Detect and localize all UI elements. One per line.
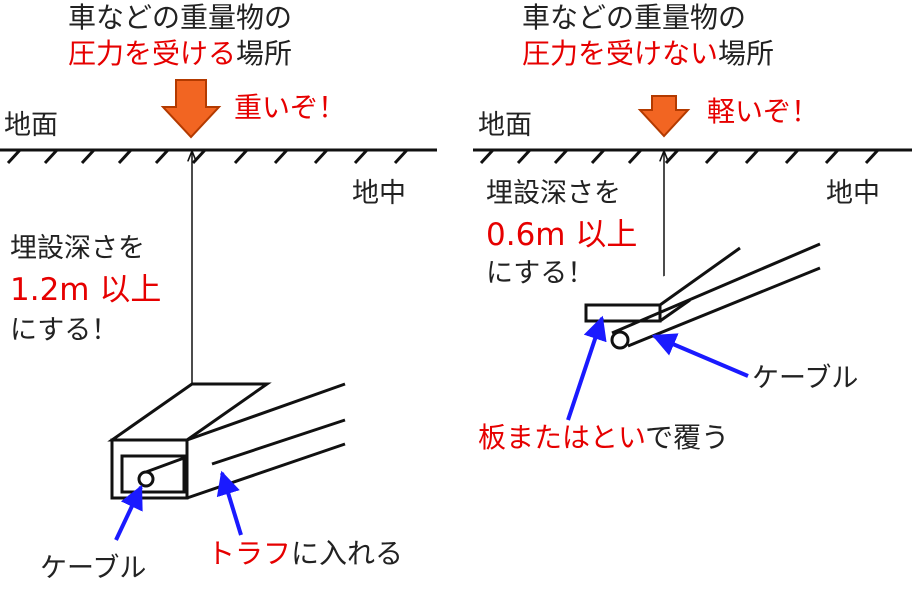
- right-title-line1: 車などの重量物の: [522, 1, 747, 34]
- left-ground-label: 地面: [4, 110, 58, 141]
- left-title-line2: 圧力を受ける場所: [68, 40, 292, 68]
- cover-pointer-arrow: [566, 315, 607, 421]
- trough-label-emphasis: トラフ: [207, 537, 292, 570]
- right-depth-line1: 埋設深さを: [486, 178, 621, 209]
- cable-pointer-arrow-right: [651, 333, 749, 378]
- cover-label: 板またはといで覆う: [478, 424, 729, 452]
- ground-surface-left: [0, 148, 437, 165]
- cover-board: [584, 246, 741, 323]
- left-depth-value: 1.2m 以上: [10, 272, 162, 308]
- left-weight-label: 重いぞ！: [234, 91, 347, 124]
- right-title-rest: 場所: [718, 37, 775, 70]
- right-weight-label: 軽いぞ！: [707, 95, 820, 128]
- right-ground-label: 地面: [478, 110, 532, 141]
- trough-label-rest: に入れる: [291, 537, 404, 570]
- left-depth-line3: にする！: [10, 315, 119, 346]
- right-underground-label: 地中: [826, 178, 880, 209]
- trough-pointer-arrow: [216, 470, 243, 536]
- left-underground-label: 地中: [352, 178, 406, 209]
- trough-label: トラフに入れる: [207, 540, 403, 568]
- cable-pointer-arrow-left: [114, 484, 143, 541]
- cable-cross-section-left: [137, 470, 155, 488]
- right-title-emphasis: 圧力を受けない: [522, 37, 719, 70]
- cable-pipe: [610, 242, 821, 350]
- right-cable-label: ケーブル: [752, 363, 859, 394]
- ground-surface-right: [473, 148, 912, 165]
- trough: [107, 382, 346, 500]
- cover-label-rest: で覆う: [645, 421, 730, 454]
- cover-label-emphasis: 板またはとい: [478, 421, 646, 454]
- left-title-emphasis: 圧力を受ける: [68, 37, 237, 70]
- right-depth-value: 0.6m 以上: [486, 217, 638, 253]
- left-title-rest: 場所: [236, 37, 293, 70]
- left-cable-label: ケーブル: [40, 553, 147, 584]
- right-title-line2: 圧力を受けない場所: [522, 40, 774, 68]
- heavy-load-arrow-icon: [160, 79, 222, 139]
- right-depth-line3: にする！: [486, 258, 595, 289]
- light-load-arrow-icon: [637, 95, 691, 138]
- left-depth-line1: 埋設深さを: [10, 233, 145, 264]
- left-title-line1: 車などの重量物の: [68, 1, 293, 34]
